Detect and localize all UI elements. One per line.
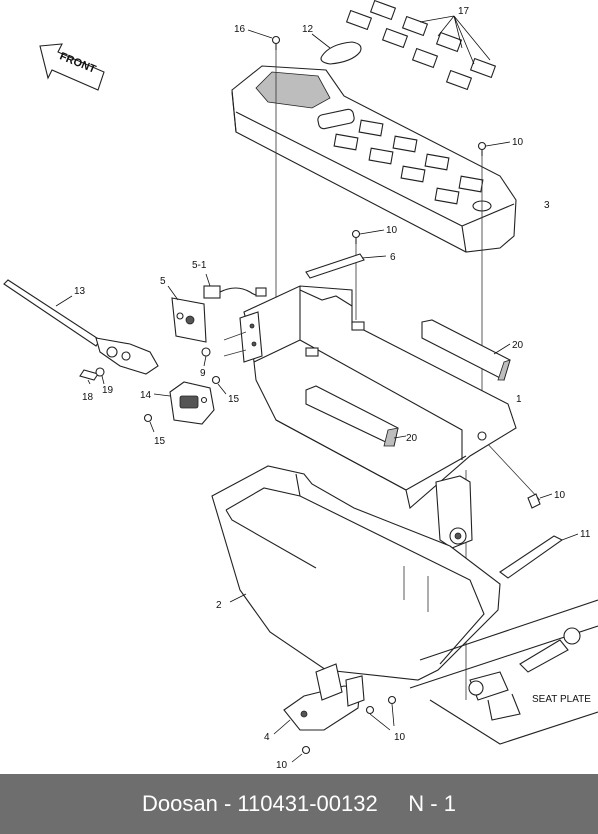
callout-12: 12 [302, 24, 314, 35]
callout-13: 13 [74, 286, 86, 297]
side-bracket [223, 311, 263, 363]
console-box [243, 285, 517, 510]
wire-harness [203, 273, 267, 299]
callout-10-right: 10 [554, 490, 566, 501]
screws-bottom [291, 695, 397, 763]
callout-15-left: 15 [154, 436, 166, 447]
control-lever [3, 279, 159, 375]
callout-14: 14 [140, 390, 152, 401]
hinge-bracket [435, 475, 473, 549]
switch-plate [167, 285, 207, 343]
console-top-cover [231, 65, 517, 253]
callout-10-bottom-left: 10 [276, 760, 288, 771]
callout-15-right: 15 [228, 394, 240, 405]
callout-5: 5 [160, 276, 166, 287]
callout-19: 19 [102, 385, 114, 396]
rocker-switch [153, 381, 215, 425]
callout-6: 6 [390, 252, 396, 263]
seat-plate-label: SEAT PLATE [532, 694, 591, 705]
callout-9: 9 [200, 368, 206, 379]
switch-openings [333, 119, 484, 205]
mount-bracket [273, 663, 365, 735]
callout-10-top: 10 [512, 137, 524, 148]
part-number-caption: Doosan - 110431-00132 N - 1 [0, 774, 598, 834]
screw-9 [201, 347, 211, 367]
callout-3: 3 [544, 200, 550, 211]
callout-20-lower: 20 [406, 433, 418, 444]
gasket [499, 533, 579, 579]
callout-16: 16 [234, 24, 246, 35]
callout-10-bracket: 10 [386, 225, 398, 236]
seat-plate [409, 599, 598, 745]
callout-20-upper: 20 [512, 340, 524, 351]
exploded-parts-diagram: FRONT [3, 0, 598, 771]
screw-10-right [527, 493, 553, 509]
front-arrow: FRONT [39, 43, 105, 91]
callout-11: 11 [580, 529, 591, 540]
screws-15 [143, 375, 227, 433]
screws-top [247, 29, 511, 244]
callout-labels: 16 12 17 10 3 10 6 5-1 5 13 20 1 9 19 18… [74, 6, 591, 771]
callout-10-bottom-right: 10 [394, 732, 406, 743]
callout-2: 2 [216, 600, 222, 611]
cover-cap [320, 41, 362, 65]
lower-housing [211, 465, 501, 681]
bolt-and-washer [79, 367, 105, 385]
callout-4: 4 [264, 732, 270, 743]
callout-18: 18 [82, 392, 94, 403]
callout-1: 1 [516, 394, 522, 405]
switch-caps [345, 0, 497, 91]
callout-17: 17 [458, 6, 470, 17]
callout-5-1: 5-1 [192, 260, 207, 271]
bracket [305, 253, 365, 279]
